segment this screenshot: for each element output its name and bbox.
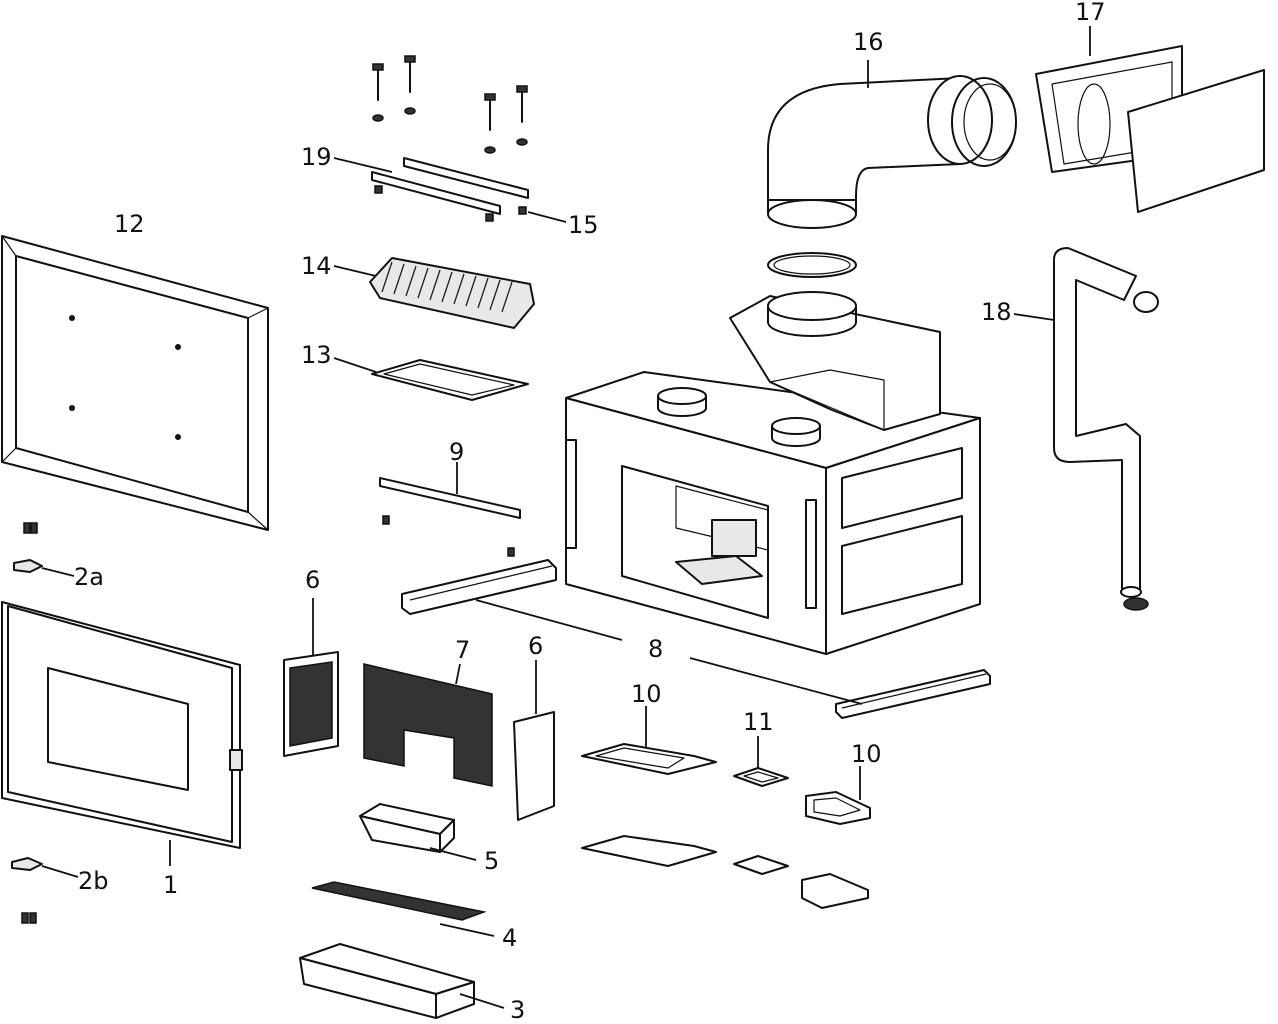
callout-13: 13 [301, 341, 332, 369]
part-18-air-pipe [1013, 247, 1159, 611]
callout-9: 9 [449, 438, 464, 466]
part-2b-hinge [11, 857, 79, 878]
callout-6-right: 6 [528, 632, 543, 660]
callout-1: 1 [163, 871, 178, 899]
part-13-gasket [333, 357, 529, 401]
part-4-plate [311, 881, 495, 937]
part-16-elbow-pipe [767, 60, 1017, 229]
part-11-plate [733, 855, 789, 875]
part-7-firewall [363, 663, 493, 787]
callout-11: 11 [743, 708, 774, 736]
callout-4: 4 [502, 924, 517, 952]
part-11-gasket [733, 736, 789, 787]
part-2a-hinge [13, 559, 75, 577]
callout-17: 17 [1075, 0, 1106, 26]
callout-16: 16 [853, 28, 884, 56]
stove-body [565, 291, 981, 655]
part-12-front-frame [1, 235, 269, 531]
part-10-plate-right [801, 873, 869, 909]
part-6-right-panel [513, 660, 555, 821]
callout-7: 7 [455, 636, 470, 664]
part-3-ash-pan [299, 943, 505, 1019]
part-6-left-panel [283, 598, 339, 757]
part-1-door [1, 601, 243, 866]
callout-15: 15 [568, 211, 599, 239]
callout-10-left: 10 [631, 680, 662, 708]
part-17-wall-termination [1035, 26, 1265, 213]
callout-14: 14 [301, 252, 332, 280]
callout-2a: 2a [74, 563, 104, 591]
part-5-burn-pot [359, 803, 477, 861]
callout-19: 19 [301, 143, 332, 171]
callout-18: 18 [981, 298, 1012, 326]
part-10-gasket-left [581, 706, 717, 775]
callout-12: 12 [114, 210, 145, 238]
part-9-bar [379, 462, 521, 557]
callout-labels: 1 2a 2b 3 4 5 6 6 7 8 9 10 10 11 12 13 1… [74, 0, 1106, 1024]
callout-10-right: 10 [851, 740, 882, 768]
callout-3: 3 [510, 996, 525, 1024]
callout-2b: 2b [78, 867, 109, 895]
small-screws [21, 522, 38, 924]
part-10-plate-left [581, 835, 717, 867]
top-bolts [372, 55, 528, 154]
callout-6-left: 6 [305, 566, 320, 594]
pipe-clamp [767, 252, 857, 278]
callout-5: 5 [484, 847, 499, 875]
lead-15 [527, 211, 567, 223]
part-10-gasket-right [805, 766, 871, 825]
part-8-rails [401, 559, 991, 719]
part-19-rails [333, 157, 529, 222]
part-14-heat-exchanger [333, 257, 535, 329]
callout-8: 8 [648, 635, 663, 663]
